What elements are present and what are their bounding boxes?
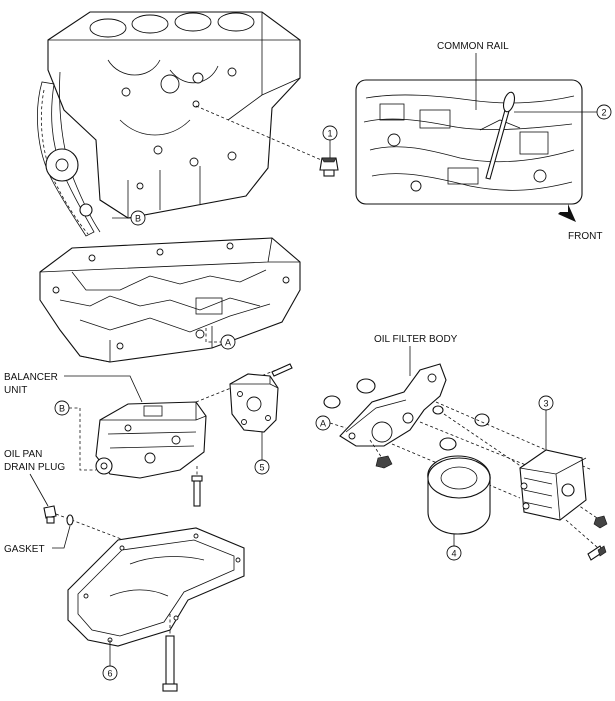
front-label: FRONT <box>568 231 602 242</box>
reference-b-upper: B <box>112 210 146 226</box>
reference-a-upper: A <box>205 328 236 350</box>
balancer-unit-label-line1: BALANCER <box>4 372 58 383</box>
common-rail-inset <box>355 79 583 205</box>
balancer-unit-label-line2: UNIT <box>4 385 27 396</box>
part-2-dipstick-callout: 2 <box>514 104 612 120</box>
common-rail-label: COMMON RAIL <box>437 41 509 52</box>
oil-filter-body <box>323 363 490 451</box>
ref-b-lower-text: B <box>59 404 65 414</box>
callout-3: 3 <box>543 399 548 409</box>
balancer-unit <box>95 363 293 507</box>
callout-6: 6 <box>107 669 112 679</box>
reference-b-lower: B <box>54 400 96 471</box>
front-indicator: FRONT <box>558 204 602 242</box>
part-6-oil-pan: 6 <box>67 527 245 692</box>
oil-pan-drain-plug-label-line2: DRAIN PLUG <box>4 462 65 473</box>
part-1-sensor: 1 <box>195 105 339 177</box>
part-3-oil-cooler: 3 <box>519 395 608 561</box>
part-5-oil-pump: 5 <box>229 373 279 475</box>
lower-block <box>39 237 301 363</box>
balancer-unit-label-group: BALANCER UNIT <box>4 372 143 403</box>
ref-a-lower-text: A <box>320 419 326 429</box>
oil-filter-body-label: OIL FILTER BODY <box>374 334 458 345</box>
callout-1: 1 <box>327 129 332 139</box>
reference-a-lower: A <box>315 415 347 431</box>
ref-b-upper-text: B <box>135 214 141 224</box>
common-rail-label-group: COMMON RAIL <box>437 41 509 110</box>
callout-5: 5 <box>259 463 264 473</box>
filter-body-nut <box>369 439 393 469</box>
callout-4: 4 <box>451 549 456 559</box>
gasket-label: GASKET <box>4 544 45 555</box>
part-4-oil-filter: 4 <box>427 455 491 561</box>
callout-2: 2 <box>601 108 606 118</box>
ref-a-upper-text: A <box>225 338 231 348</box>
oil-pan-drain-plug-label-line1: OIL PAN <box>4 449 42 460</box>
cylinder-block <box>37 11 301 237</box>
front-arrow-icon <box>558 204 576 222</box>
oil-filter-body-label-group: OIL FILTER BODY <box>374 334 458 376</box>
